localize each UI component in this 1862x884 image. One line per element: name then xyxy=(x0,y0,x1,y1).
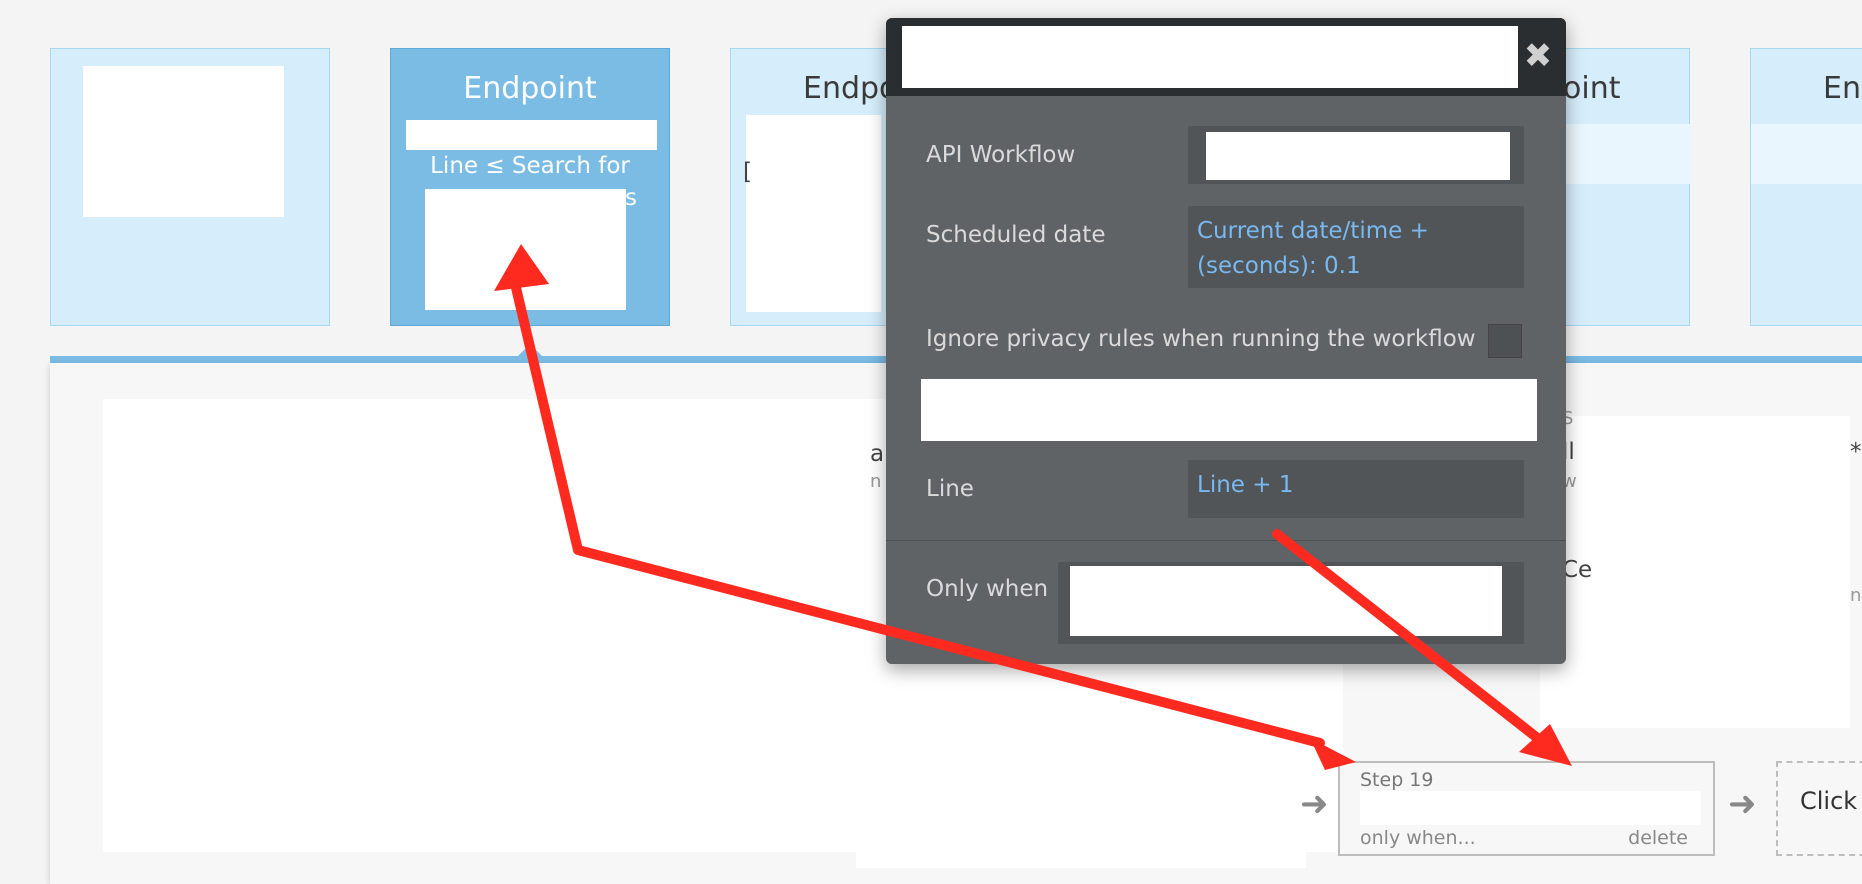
only-when-link[interactable]: only when... xyxy=(1360,827,1476,849)
card-title: En xyxy=(1823,71,1861,106)
timeline-caret-icon xyxy=(518,344,542,356)
redacted-block xyxy=(1206,132,1510,180)
popup-divider xyxy=(886,540,1566,541)
redacted-block xyxy=(921,379,1537,441)
card-fragment: s xyxy=(625,185,637,211)
line-field[interactable]: Line + 1 xyxy=(1188,460,1524,518)
redacted-block xyxy=(1360,791,1701,825)
only-when-label: Only when xyxy=(926,576,1049,602)
delete-step-link[interactable]: delete xyxy=(1628,827,1688,849)
scheduled-date-field[interactable]: Current date/time + (seconds): 0.1 xyxy=(1188,206,1524,288)
redacted-block xyxy=(1751,124,1862,184)
step-title: Step 19 xyxy=(1360,769,1434,791)
ignore-privacy-checkbox[interactable] xyxy=(1488,324,1522,358)
ignore-privacy-label: Ignore privacy rules when running the wo… xyxy=(926,326,1476,352)
schedule-api-workflow-popup: ✖ API Workflow Scheduled date Current da… xyxy=(886,18,1566,664)
arrow-right-icon: ➜ xyxy=(1300,784,1329,824)
event-card-endpoint-4[interactable]: En xyxy=(1750,48,1862,326)
redacted-block xyxy=(83,66,284,217)
card-title: Endpoint xyxy=(463,71,597,106)
card-title: oint xyxy=(1563,71,1621,106)
card-title: Endpo xyxy=(803,71,898,106)
redacted-block xyxy=(1540,416,1850,728)
column-fragment: Ce xyxy=(1562,557,1593,583)
line-label: Line xyxy=(926,476,974,502)
column-fragment: n xyxy=(870,471,882,492)
arrow-right-icon: ➜ xyxy=(1728,784,1757,824)
redacted-block xyxy=(856,733,1306,868)
column-fragment: * xyxy=(1850,439,1862,465)
add-step-button[interactable]: Click h xyxy=(1776,761,1862,856)
step-19-card[interactable]: Step 19 only when... delete xyxy=(1338,761,1715,856)
api-workflow-label: API Workflow xyxy=(926,142,1076,168)
redacted-block xyxy=(746,115,881,312)
column-fragment: S xyxy=(1562,408,1574,429)
only-when-field[interactable] xyxy=(1058,562,1524,644)
column-fragment: a xyxy=(870,441,885,467)
card-condition: Line ≤ Search for xyxy=(430,153,630,179)
redacted-block xyxy=(425,189,626,310)
scheduled-date-label: Scheduled date xyxy=(926,222,1106,248)
popup-header: ✖ xyxy=(886,18,1566,96)
event-card-endpoint-active[interactable]: Endpoint Line ≤ Search for s xyxy=(390,48,670,326)
card-fragment: [ xyxy=(743,159,752,185)
redacted-block xyxy=(406,120,657,150)
redacted-block xyxy=(1070,566,1502,636)
redacted-title xyxy=(902,26,1518,88)
event-card-1[interactable] xyxy=(50,48,330,326)
close-icon[interactable]: ✖ xyxy=(1523,36,1553,76)
column-fragment: n xyxy=(1850,585,1862,606)
api-workflow-dropdown[interactable] xyxy=(1188,126,1524,184)
